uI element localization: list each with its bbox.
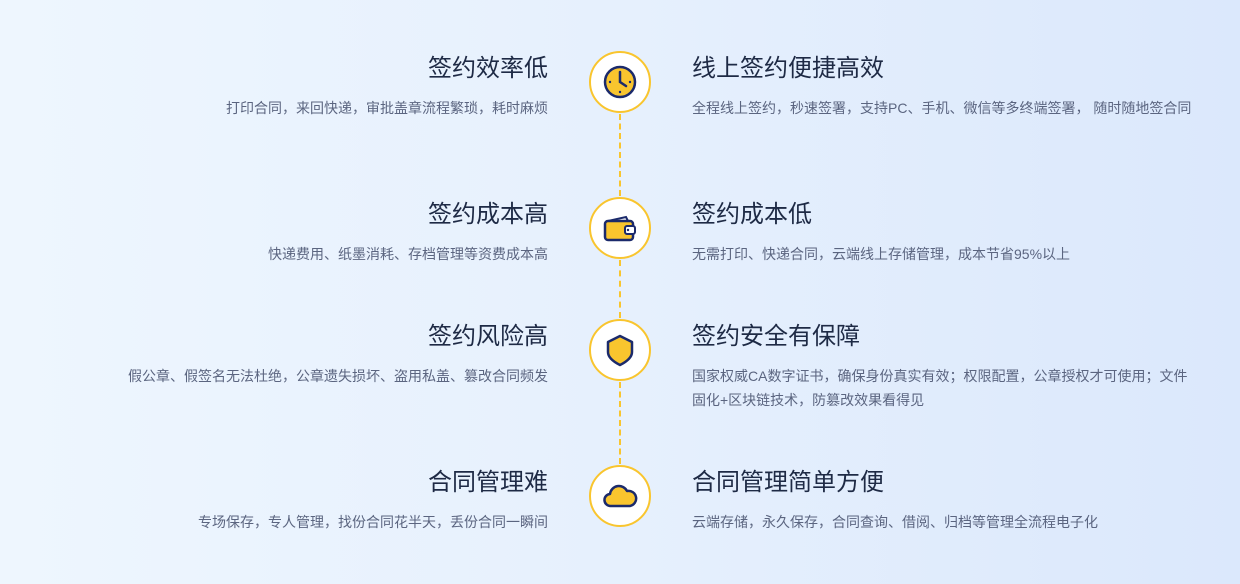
problem-desc: 假公章、假签名无法杜绝，公章遗失损坏、盗用私盖、篡改合同频发	[128, 368, 548, 384]
solution-desc: 云端存储，永久保存，合同查询、借阅、归档等管理全流程电子化	[692, 514, 1098, 530]
timeline-connector	[619, 260, 621, 318]
solution-title: 签约安全有保障	[692, 323, 860, 350]
solution-desc: 全程线上签约，秒速签署，支持PC、手机、微信等多终端签署， 随时随地签合同	[692, 100, 1192, 116]
shield-icon	[589, 319, 651, 381]
problem-title: 合同管理难	[428, 469, 548, 496]
problem-title: 签约效率低	[428, 55, 548, 82]
problem-desc: 专场保存，专人管理，找份合同花半天，丢份合同一瞬间	[198, 514, 548, 530]
problem-desc: 快递费用、纸墨消耗、存档管理等资费成本高	[268, 246, 548, 262]
timeline-connector	[619, 114, 621, 196]
problem-desc: 打印合同，来回快递，审批盖章流程繁琐，耗时麻烦	[226, 100, 548, 116]
wallet-icon	[589, 197, 651, 259]
solution-desc: 无需打印、快递合同，云端线上存储管理，成本节省95%以上	[692, 246, 1071, 262]
clock-icon	[589, 51, 651, 113]
solution-title: 签约成本低	[692, 201, 812, 228]
timeline-connector	[619, 382, 621, 464]
problem-title: 签约风险高	[428, 323, 548, 350]
solution-desc: 国家权威CA数字证书，确保身份真实有效；权限配置，公章授权才可使用；文件固化+区…	[692, 368, 1188, 408]
problem-title: 签约成本高	[428, 201, 548, 228]
solution-title: 合同管理简单方便	[692, 469, 884, 496]
solution-title: 线上签约便捷高效	[692, 55, 884, 82]
cloud-icon	[589, 465, 651, 527]
